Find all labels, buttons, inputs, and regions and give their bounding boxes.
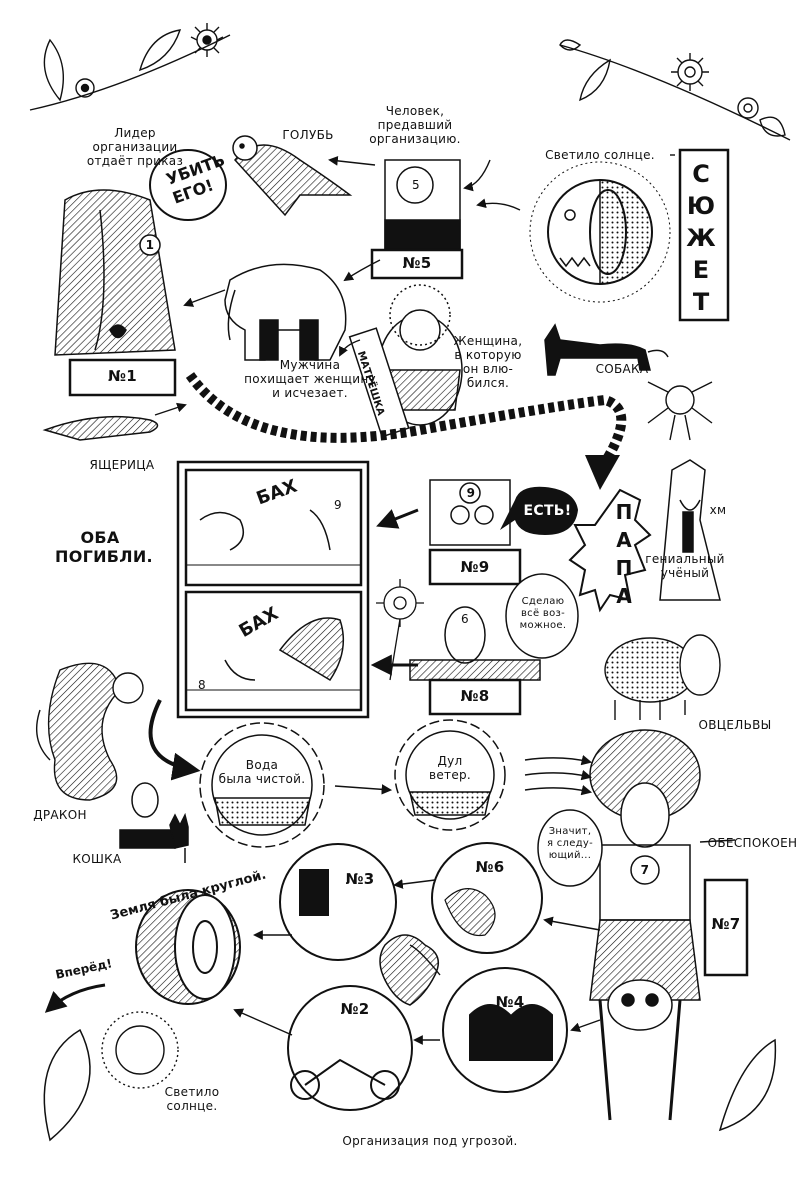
title-box [678, 148, 730, 322]
arrow-wind-2 [524, 769, 593, 781]
arrow-wind-3 [524, 784, 593, 796]
label-water: Вода была чистой. [218, 758, 306, 786]
label-both-died: ОБА ПОГИБЛИ. [55, 528, 153, 566]
circle-one: 1 [145, 238, 155, 252]
label-cat: КОШКА [72, 852, 122, 866]
big-arrow-head [585, 455, 620, 490]
yes-text: ЕСТЬ! [523, 503, 572, 519]
number-n1: №1 [107, 367, 138, 385]
label-dog: СОБАКА [595, 362, 649, 376]
flow-arrows [154, 154, 736, 1045]
label-traitor: Человек, предавший организацию. [369, 104, 461, 146]
box-n5 [370, 248, 464, 280]
papa-burst [568, 488, 652, 613]
flower-vine-top-right [559, 39, 791, 141]
papa-text: ПАПА [612, 500, 636, 612]
number-n9: №9 [460, 558, 490, 576]
sunflower-water [199, 722, 325, 848]
box-n7 [703, 878, 749, 977]
arrow-forward [44, 983, 106, 1013]
label-org-threat: Организация под угрозой. [342, 1134, 518, 1148]
cat [119, 782, 189, 863]
label-man-kidnaps: Мужчина похищает женщину и исчезает. [244, 358, 376, 400]
bug-creature [647, 381, 713, 441]
label-sheep: ОВЦЕЛЬВЫ [698, 718, 772, 732]
lizard [42, 415, 159, 441]
number-n4: №4 [495, 993, 525, 1011]
small-nine: 9 [334, 498, 342, 512]
small-eight: 8 [198, 678, 206, 692]
label-next: Значит, я следу- ющий... [546, 826, 594, 861]
genius-scientist [659, 459, 721, 601]
number-n8: №8 [460, 687, 490, 705]
circle-n2 [287, 985, 413, 1111]
elephant [224, 263, 347, 361]
label-woman-loved: Женщина, в которую он влю- бился. [453, 334, 523, 390]
next-bubble [537, 809, 603, 887]
sun-face-top [529, 161, 671, 303]
number-n7: №7 [711, 915, 741, 933]
arrow-panel-to-water [148, 699, 201, 781]
turban-figure [379, 934, 440, 1006]
big-curved-arrow [185, 372, 627, 473]
figure-n7 [589, 729, 701, 1121]
label-sun-shone: Светило солнце. [545, 148, 655, 162]
circle-seven: 7 [640, 863, 650, 877]
label-dragon: ДРАКОН [33, 808, 87, 822]
dog [544, 323, 669, 376]
leader-figure [54, 189, 176, 356]
will-do-bubble [505, 573, 579, 659]
leaf-bottom-right [718, 1038, 777, 1132]
earth-sliced [135, 889, 241, 1005]
label-pigeon: ГОЛУБЬ [282, 128, 334, 142]
label-hm: хм [709, 503, 727, 517]
box-n9 [428, 548, 522, 586]
circle-n3 [279, 843, 397, 961]
flower-vine-top-left [29, 23, 231, 111]
label-will-do: Сделаю всё воз- можное. [519, 596, 567, 631]
comic-panel [176, 460, 370, 719]
small-six: 6 [461, 612, 469, 626]
sun-face-small [101, 1011, 179, 1089]
label-sun-shone-2: Светило солнце. [164, 1085, 220, 1113]
kill-bubble [149, 149, 227, 221]
circle-nine: 9 [466, 486, 476, 500]
traitor-figure [384, 159, 461, 251]
small-five: 5 [412, 178, 420, 192]
leaf-bottom-left [43, 1028, 91, 1142]
circle-n6 [431, 842, 543, 954]
number-n5: №5 [402, 254, 432, 272]
yes-bubble [500, 486, 578, 535]
number-n3: №3 [345, 870, 375, 888]
number-n2: №2 [340, 1000, 370, 1018]
sunflower-wind [394, 719, 506, 831]
number-n6: №6 [475, 858, 505, 876]
circle-n4 [442, 967, 568, 1093]
arrow-wind-1 [524, 754, 593, 766]
label-worried: ОБЕСПОКОЕН [707, 836, 798, 850]
label-leader: Лидер организации отдаёт приказ [86, 126, 184, 168]
arrow-water-to-wind [334, 784, 393, 795]
sheep [604, 634, 721, 720]
label-wind: Дул ветер. [428, 754, 472, 782]
box-n8 [428, 678, 522, 716]
pigeon [232, 135, 353, 217]
label-lizard: ЯЩЕРИЦА [89, 458, 155, 472]
dragon [36, 662, 144, 801]
label-genius: гениальный учёный [645, 552, 725, 580]
figure-n8 [409, 606, 541, 681]
title-text: СЮЖЕТ [687, 160, 715, 320]
box-n1 [68, 358, 177, 397]
